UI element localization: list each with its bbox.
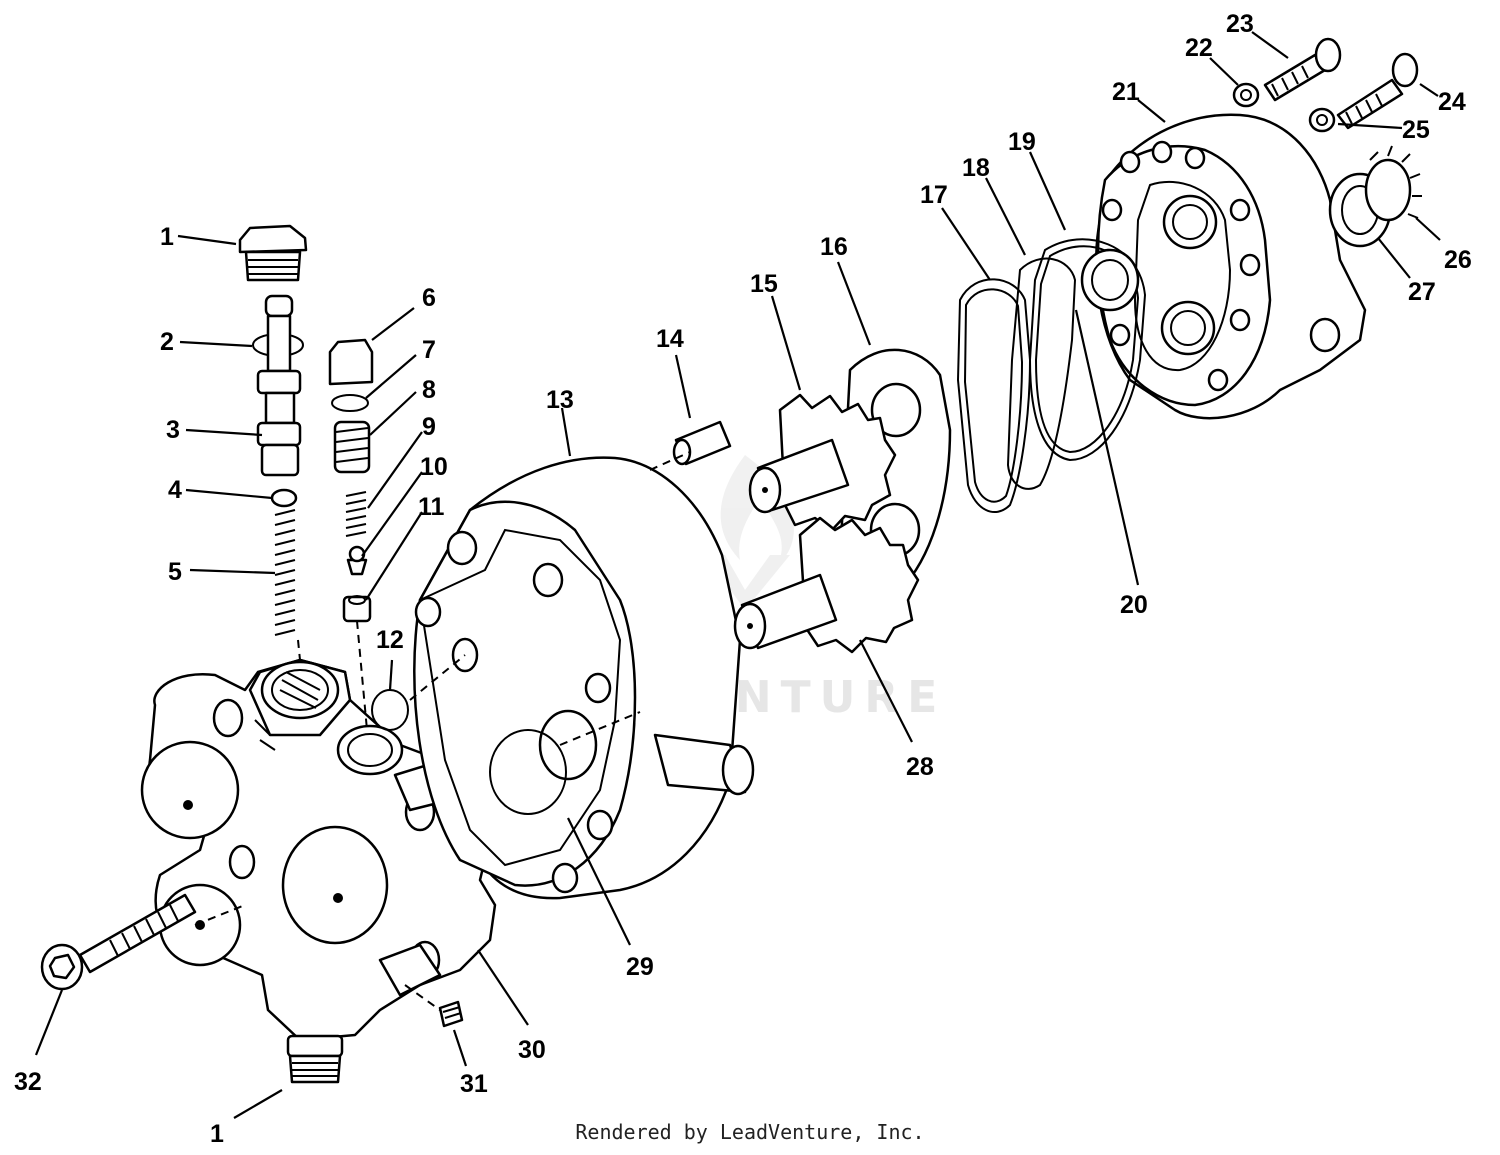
callout-16: 16 xyxy=(820,233,848,261)
long-screw xyxy=(40,893,197,991)
callout-14: 14 xyxy=(656,325,684,353)
pump-body xyxy=(413,456,755,900)
screws-upper xyxy=(1232,37,1419,133)
callout-9: 9 xyxy=(422,413,436,441)
callout-10: 10 xyxy=(420,453,448,481)
callout-31: 31 xyxy=(460,1070,488,1098)
callout-13: 13 xyxy=(546,386,574,414)
callout-32: 32 xyxy=(14,1068,42,1096)
callout-23: 23 xyxy=(1226,10,1254,38)
callout-11: 11 xyxy=(418,493,445,521)
callout-26: 26 xyxy=(1444,246,1472,274)
callout-2: 2 xyxy=(160,328,174,356)
callout-7: 7 xyxy=(422,336,436,364)
callout-6: 6 xyxy=(422,284,436,312)
callout-17: 17 xyxy=(920,181,948,209)
callout-3: 3 xyxy=(166,416,180,444)
callout-8: 8 xyxy=(422,376,436,404)
relief-valve-stack xyxy=(238,224,732,1028)
callouts: 1 2 3 4 5 6 7 8 9 10 11 12 13 14 15 16 1… xyxy=(14,10,1472,1148)
callout-24: 24 xyxy=(1438,88,1466,116)
rear-cover xyxy=(1095,113,1422,420)
callout-22: 22 xyxy=(1185,34,1213,62)
callout-18: 18 xyxy=(962,154,990,182)
callout-25: 25 xyxy=(1402,116,1430,144)
callout-5: 5 xyxy=(168,558,182,586)
leader-lines xyxy=(34,31,1441,1119)
callout-29: 29 xyxy=(626,953,654,981)
callout-20: 20 xyxy=(1120,591,1148,619)
callout-12: 12 xyxy=(376,626,404,654)
callout-27: 27 xyxy=(1408,278,1436,306)
callout-1-top: 1 xyxy=(160,223,174,251)
footer-credit: Rendered by LeadVenture, Inc. xyxy=(575,1120,925,1144)
callout-4: 4 xyxy=(168,476,182,504)
gears xyxy=(733,393,920,654)
callout-21: 21 xyxy=(1112,78,1140,106)
gaskets xyxy=(956,238,1147,514)
callout-1-bottom: 1 xyxy=(210,1120,224,1148)
watermark-logo xyxy=(705,455,794,610)
center-lines xyxy=(194,451,691,1011)
callout-15: 15 xyxy=(750,270,778,298)
callout-19: 19 xyxy=(1008,128,1036,156)
front-housing xyxy=(140,658,497,1084)
callout-30: 30 xyxy=(518,1036,546,1064)
callout-28: 28 xyxy=(906,753,934,781)
